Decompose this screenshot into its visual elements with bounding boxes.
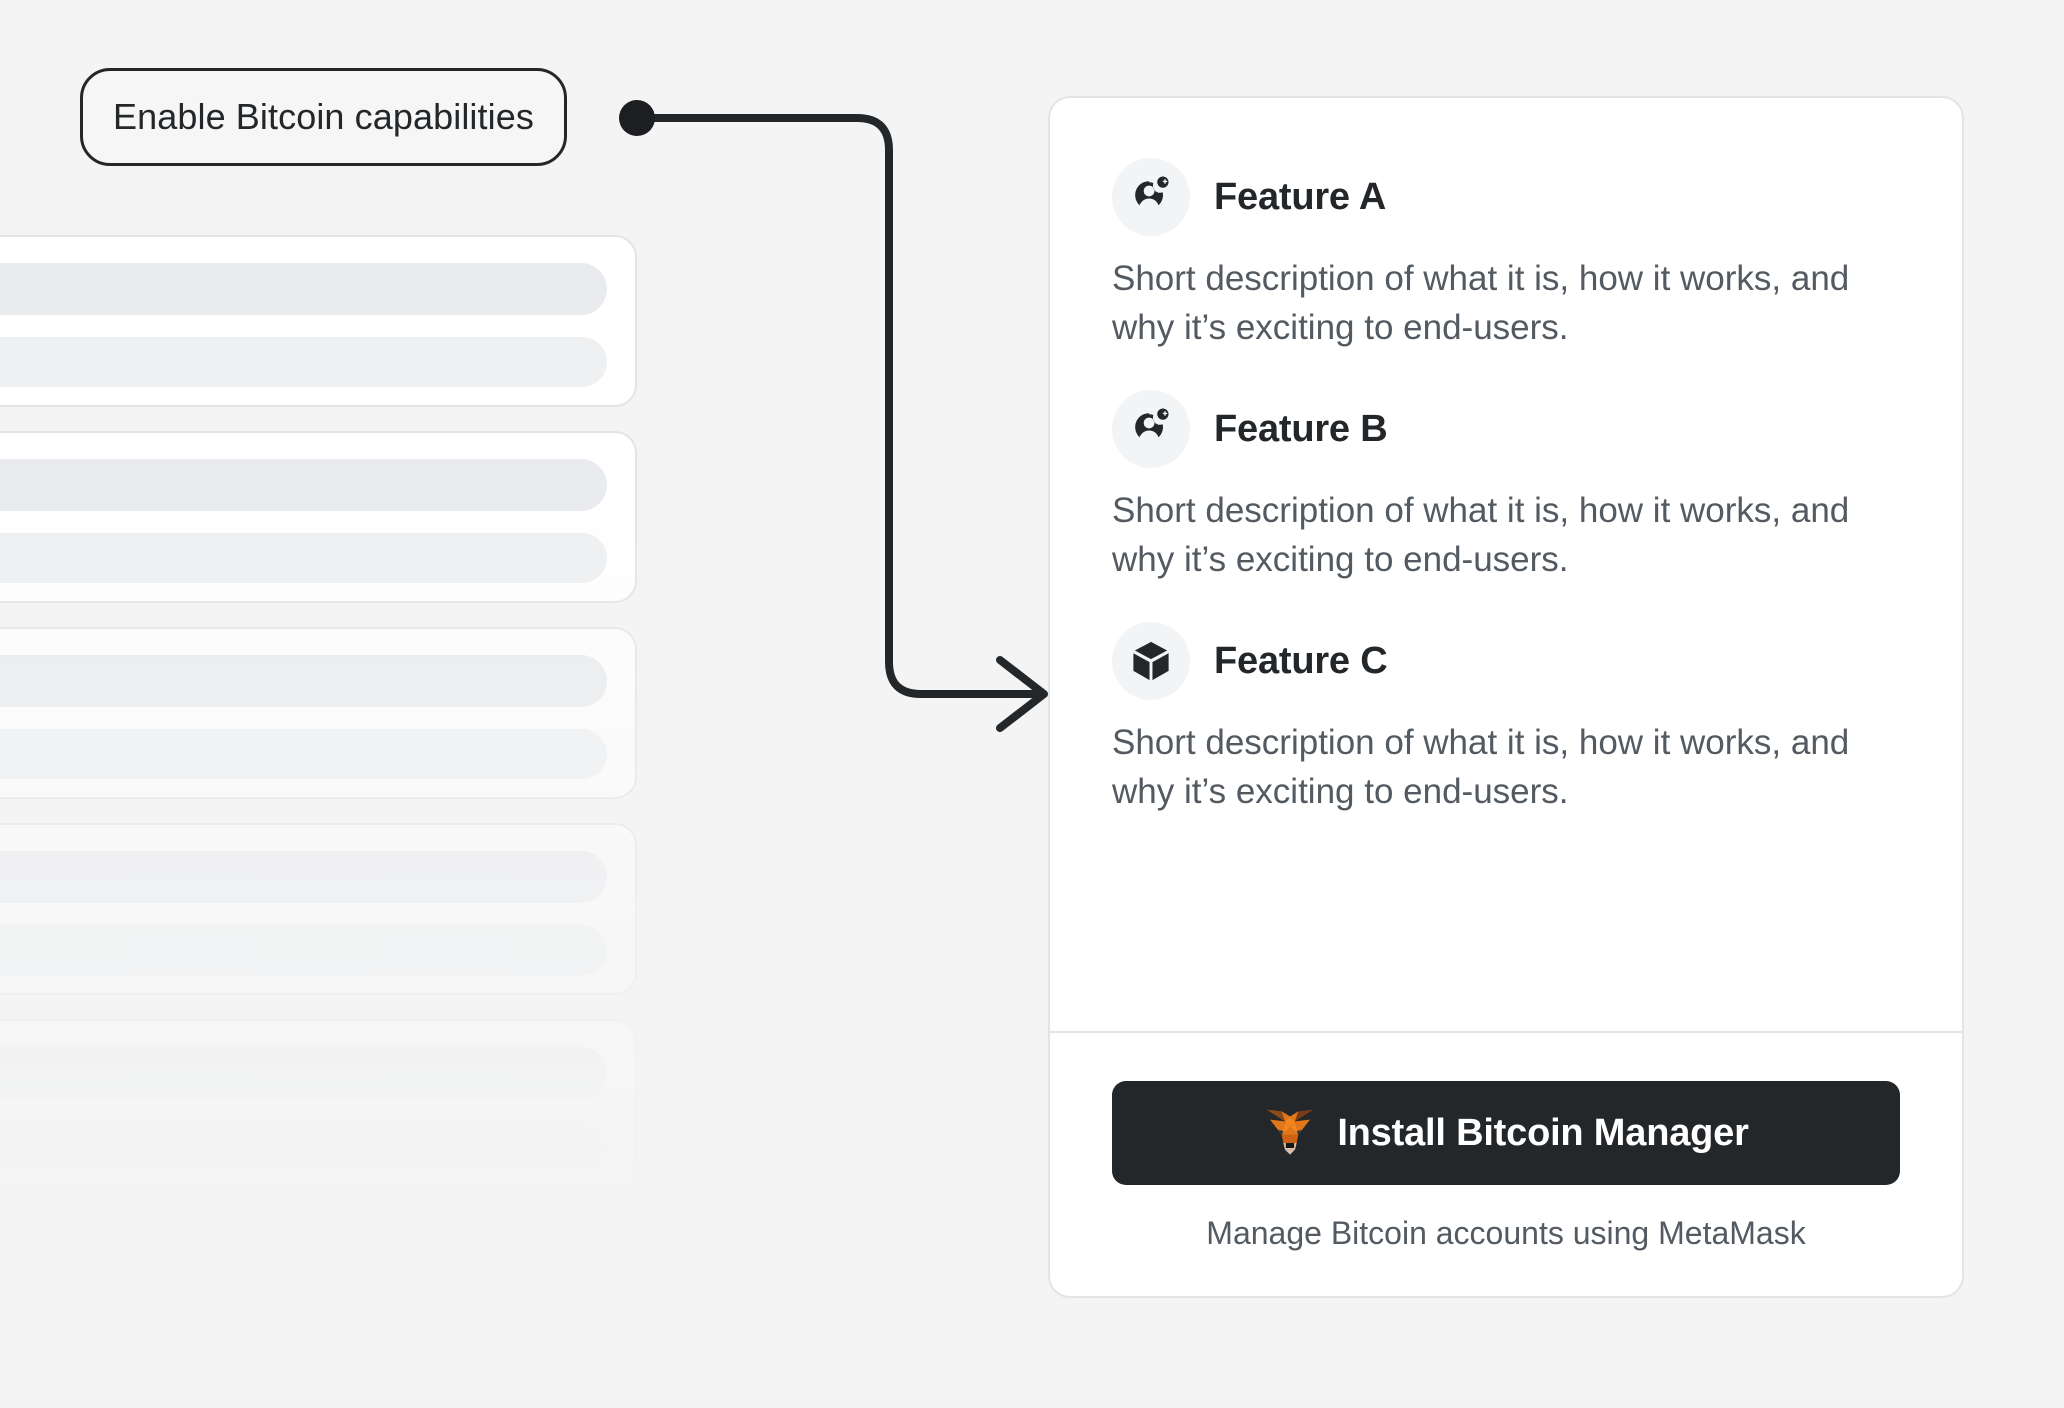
skeleton-card <box>0 1019 637 1191</box>
feature-card: Feature A Short description of what it i… <box>1048 96 1964 1298</box>
feature-item: Feature B Short description of what it i… <box>1112 390 1900 584</box>
card-divider <box>1050 1031 1962 1033</box>
feature-item: Feature C Short description of what it i… <box>1112 622 1900 816</box>
feature-list: Feature A Short description of what it i… <box>1050 98 1962 1031</box>
skeleton-bar-primary <box>0 655 607 707</box>
skeleton-card-list <box>0 235 640 1408</box>
skeleton-bar-secondary <box>0 729 607 779</box>
callout-label-text: Enable Bitcoin capabilities <box>113 96 534 137</box>
feature-item: Feature A Short description of what it i… <box>1112 158 1900 352</box>
skeleton-bar-secondary <box>0 1121 607 1171</box>
skeleton-bar-secondary <box>0 337 607 387</box>
add-user-icon <box>1112 390 1190 468</box>
skeleton-card <box>0 431 637 603</box>
feature-header: Feature B <box>1112 390 1900 468</box>
feature-title: Feature A <box>1214 175 1387 218</box>
skeleton-card <box>0 235 637 407</box>
cube-icon <box>1112 622 1190 700</box>
install-bitcoin-manager-button[interactable]: Install Bitcoin Manager <box>1112 1081 1900 1185</box>
connector-start-dot <box>619 100 655 136</box>
skeleton-bar-secondary <box>0 925 607 975</box>
feature-title: Feature B <box>1214 407 1388 450</box>
skeleton-bar-secondary <box>0 533 607 583</box>
feature-title: Feature C <box>1214 639 1388 682</box>
card-footer: Install Bitcoin Manager Manage Bitcoin a… <box>1050 1033 1962 1296</box>
feature-header: Feature A <box>1112 158 1900 236</box>
feature-description: Short description of what it is, how it … <box>1112 259 1850 347</box>
callout-label-box: Enable Bitcoin capabilities <box>80 68 567 166</box>
skeleton-bar-primary <box>0 459 607 511</box>
install-button-label: Install Bitcoin Manager <box>1337 1111 1749 1154</box>
feature-description: Short description of what it is, how it … <box>1112 723 1850 811</box>
skeleton-card <box>0 823 637 995</box>
skeleton-card <box>0 627 637 799</box>
skeleton-bar-primary <box>0 263 607 315</box>
feature-header: Feature C <box>1112 622 1900 700</box>
footer-caption: Manage Bitcoin accounts using MetaMask <box>1206 1215 1806 1251</box>
add-user-icon <box>1112 158 1190 236</box>
skeleton-bar-primary <box>0 1047 607 1099</box>
feature-description: Short description of what it is, how it … <box>1112 491 1850 579</box>
metamask-fox-icon <box>1263 1108 1317 1158</box>
skeleton-bar-primary <box>0 851 607 903</box>
